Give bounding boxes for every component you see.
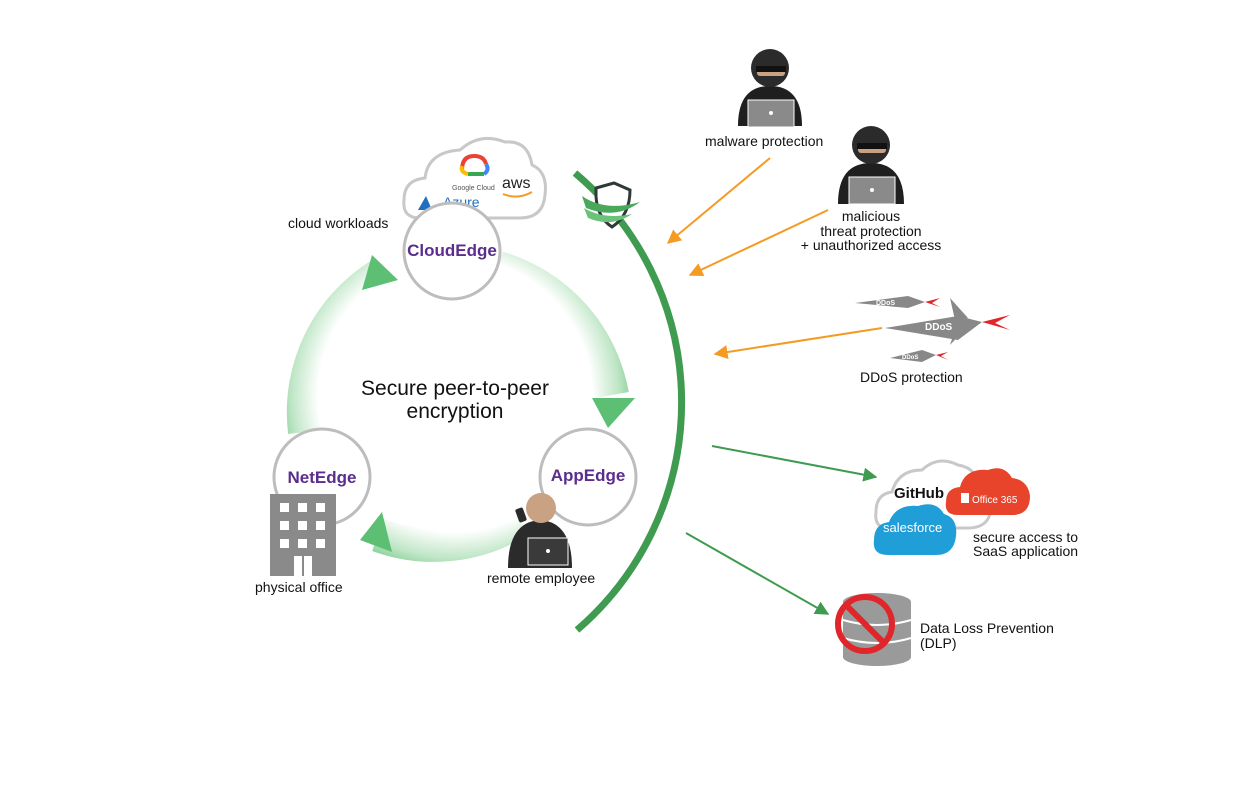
saas-label-line2: SaaS application [973, 543, 1078, 559]
ddos-label: DDoS protection [860, 369, 963, 385]
saas-label-line1: secure access to [973, 529, 1078, 545]
appedge-caption: remote employee [487, 570, 595, 586]
center-title-line2: encryption [407, 400, 504, 423]
building-icon [270, 494, 336, 576]
missile-icon: DDoS [885, 298, 1010, 345]
cloud-providers-cloud: Google Cloud aws Azure [402, 136, 547, 220]
shield-icon [582, 181, 640, 229]
hacker-icon [738, 49, 802, 128]
salesforce-cloud-icon [873, 504, 957, 555]
office365-logo [961, 493, 969, 503]
google-cloud-logo [459, 153, 490, 176]
database-icon [842, 593, 912, 666]
prohibited-icon [835, 594, 895, 654]
appedge-node [538, 427, 638, 527]
ddos-tag-2: DDoS [925, 322, 953, 333]
malware-label: malware protection [705, 133, 823, 149]
ddos-arrow [713, 327, 883, 359]
dlp-label-line2: (DLP) [920, 635, 957, 651]
google-cloud-label: Google Cloud [452, 185, 495, 192]
ring-arrowhead-app [592, 398, 635, 428]
missile-icon: DDoS [855, 296, 940, 308]
cloudedge-caption: cloud workloads [288, 215, 388, 231]
saas-arrow [711, 445, 878, 482]
hacker-icon [838, 126, 904, 205]
dlp-label-line1: Data Loss Prevention [920, 620, 1054, 636]
dlp-icon-group [835, 593, 912, 666]
malicious-label-line2: threat protection [820, 223, 921, 239]
appedge-title: AppEdge [551, 466, 626, 485]
azure-logo [418, 196, 432, 210]
dlp-arrow [685, 532, 830, 615]
office365-label: Office 365 [972, 495, 1018, 506]
aws-label: aws [502, 175, 530, 192]
protection-arc [572, 170, 686, 633]
malicious-arrow [688, 209, 829, 276]
saas-cloud-group: GitHub Office 365 salesforce [873, 459, 1030, 555]
ring-arrowhead-net [360, 512, 392, 552]
encryption-ring [286, 251, 635, 562]
ring-arrowhead-cloud [362, 255, 398, 290]
salesforce-label: salesforce [883, 520, 942, 535]
aws-smile-icon [502, 191, 533, 198]
netedge-title: NetEdge [288, 468, 357, 487]
malicious-label-line1: malicious [842, 208, 900, 224]
ddos-tag-3: DDoS [902, 355, 918, 361]
malware-arrow [666, 157, 771, 244]
employee-icon [508, 493, 572, 568]
ring-arrow-net-to-cloud [286, 260, 390, 435]
missile-icon: DDoS [890, 350, 948, 362]
ring-arrow-cloud-to-app [492, 251, 629, 399]
cloud-icon [402, 136, 547, 220]
github-label: GitHub [894, 485, 944, 502]
netedge-caption: physical office [255, 579, 343, 595]
cloudedge-title: CloudEdge [407, 241, 497, 260]
cloudedge-node [402, 201, 502, 301]
ddos-tag-1: DDoS [876, 300, 895, 307]
ring-arrow-app-to-net [372, 505, 530, 562]
center-title-line1: Secure peer-to-peer [361, 377, 549, 400]
malicious-label-line3: + unauthorized access [801, 237, 941, 253]
office365-cloud-icon [945, 468, 1030, 515]
